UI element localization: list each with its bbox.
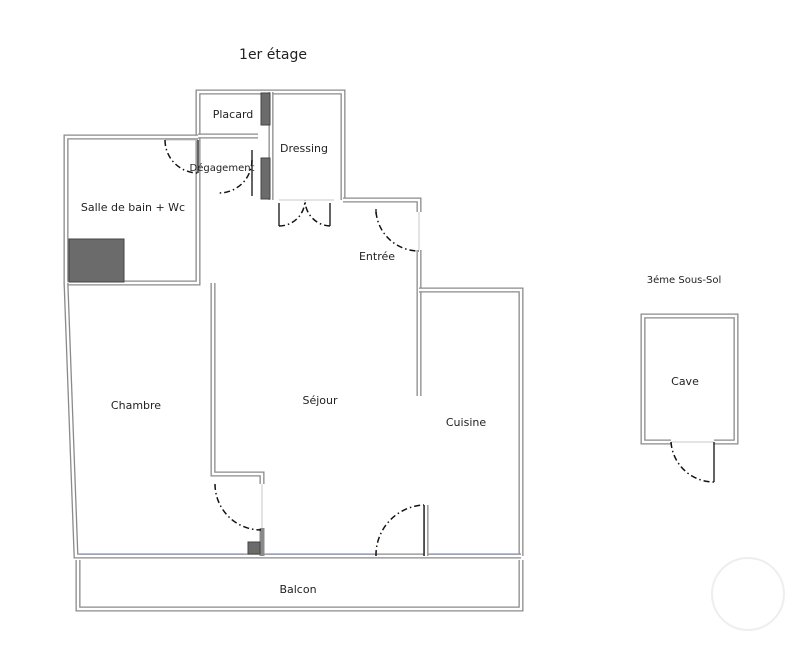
room-label-placard: Placard bbox=[213, 108, 254, 121]
shower-block bbox=[68, 238, 125, 283]
watermark-logo bbox=[711, 557, 785, 631]
walls-main bbox=[63, 89, 524, 612]
door-cave bbox=[670, 441, 715, 483]
door-chambre bbox=[214, 483, 262, 531]
room-label-degagement: Dégagement bbox=[190, 162, 255, 174]
room-label-dressing: Dressing bbox=[280, 142, 328, 155]
floor-title-sous-sol: 3éme Sous-Sol bbox=[647, 274, 721, 286]
floor-title-1er-etage: 1er étage bbox=[239, 47, 307, 63]
placard-column-top bbox=[260, 92, 271, 126]
room-label-cuisine: Cuisine bbox=[446, 416, 486, 429]
pillar bbox=[247, 541, 261, 555]
fixtures bbox=[68, 92, 271, 555]
door-dressing-left bbox=[278, 199, 306, 227]
room-label-chambre: Chambre bbox=[111, 399, 161, 412]
door-entree bbox=[375, 211, 420, 252]
room-label-sejour: Séjour bbox=[302, 394, 338, 407]
door-balcon bbox=[375, 504, 425, 557]
doors bbox=[164, 139, 425, 557]
door-salle-de-bain bbox=[164, 139, 199, 174]
door-dressing-right bbox=[304, 199, 331, 227]
room-label-salle-de-bain: Salle de bain + Wc bbox=[81, 201, 185, 214]
placard-column-bottom bbox=[260, 157, 271, 200]
walls-cave bbox=[640, 313, 739, 483]
room-label-cave: Cave bbox=[671, 375, 699, 388]
room-label-entree: Entrée bbox=[359, 250, 395, 263]
room-label-balcon: Balcon bbox=[279, 583, 316, 596]
